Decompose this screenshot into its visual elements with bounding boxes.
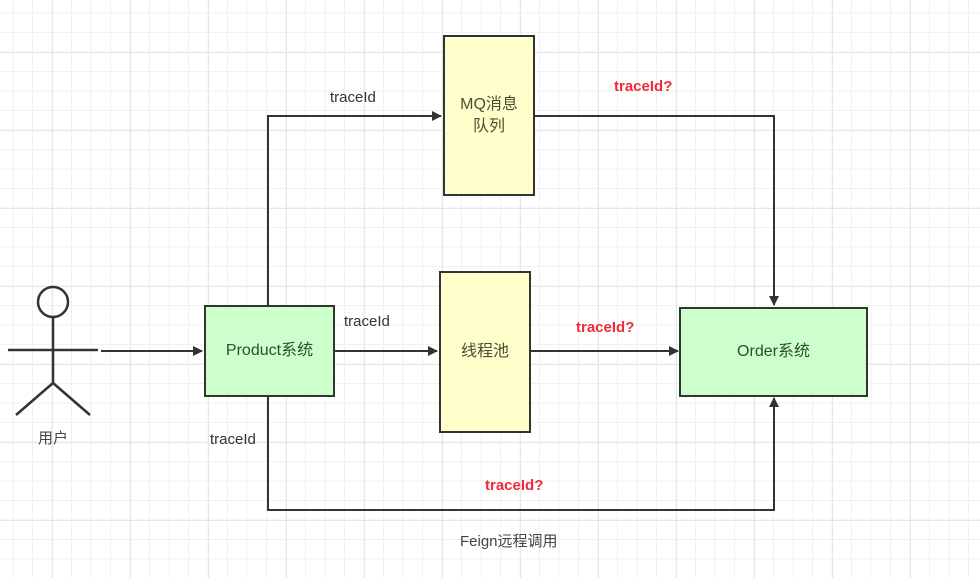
node-threadpool[interactable]: 线程池 [439, 271, 531, 433]
node-product-label: Product系统 [225, 342, 314, 359]
node-mq-queue[interactable]: MQ消息 队列 [443, 35, 535, 196]
node-threadpool-label: 线程池 [460, 343, 509, 360]
node-order-label: Order系统 [737, 343, 810, 360]
edge-product-to-mq[interactable] [267, 111, 442, 306]
edge-label-product-feign: traceId [210, 431, 256, 448]
actor-label: 用户 [38, 430, 69, 447]
node-mq-label: MQ消息 队列 [460, 95, 518, 135]
actor-left-leg [15, 382, 54, 416]
node-order-system[interactable]: Order系统 [679, 307, 868, 397]
actor-right-leg [52, 382, 91, 416]
edge-label-product-to-mq: traceId [330, 89, 376, 106]
node-product-system[interactable]: Product系统 [204, 305, 335, 397]
edge-label-product-to-threadpool: traceId [344, 313, 390, 330]
actor-head [36, 285, 70, 319]
edge-label-mq-to-order: traceId? [614, 78, 673, 95]
edge-label-threadpool-to-order: traceId? [576, 319, 635, 336]
edge-caption-feign: Feign远程调用 [460, 533, 558, 550]
user-actor-icon[interactable] [8, 285, 98, 416]
edge-mq-to-order[interactable] [534, 115, 779, 306]
edge-product-to-order-feign[interactable] [267, 396, 779, 511]
edge-label-feign-question: traceId? [485, 477, 544, 494]
